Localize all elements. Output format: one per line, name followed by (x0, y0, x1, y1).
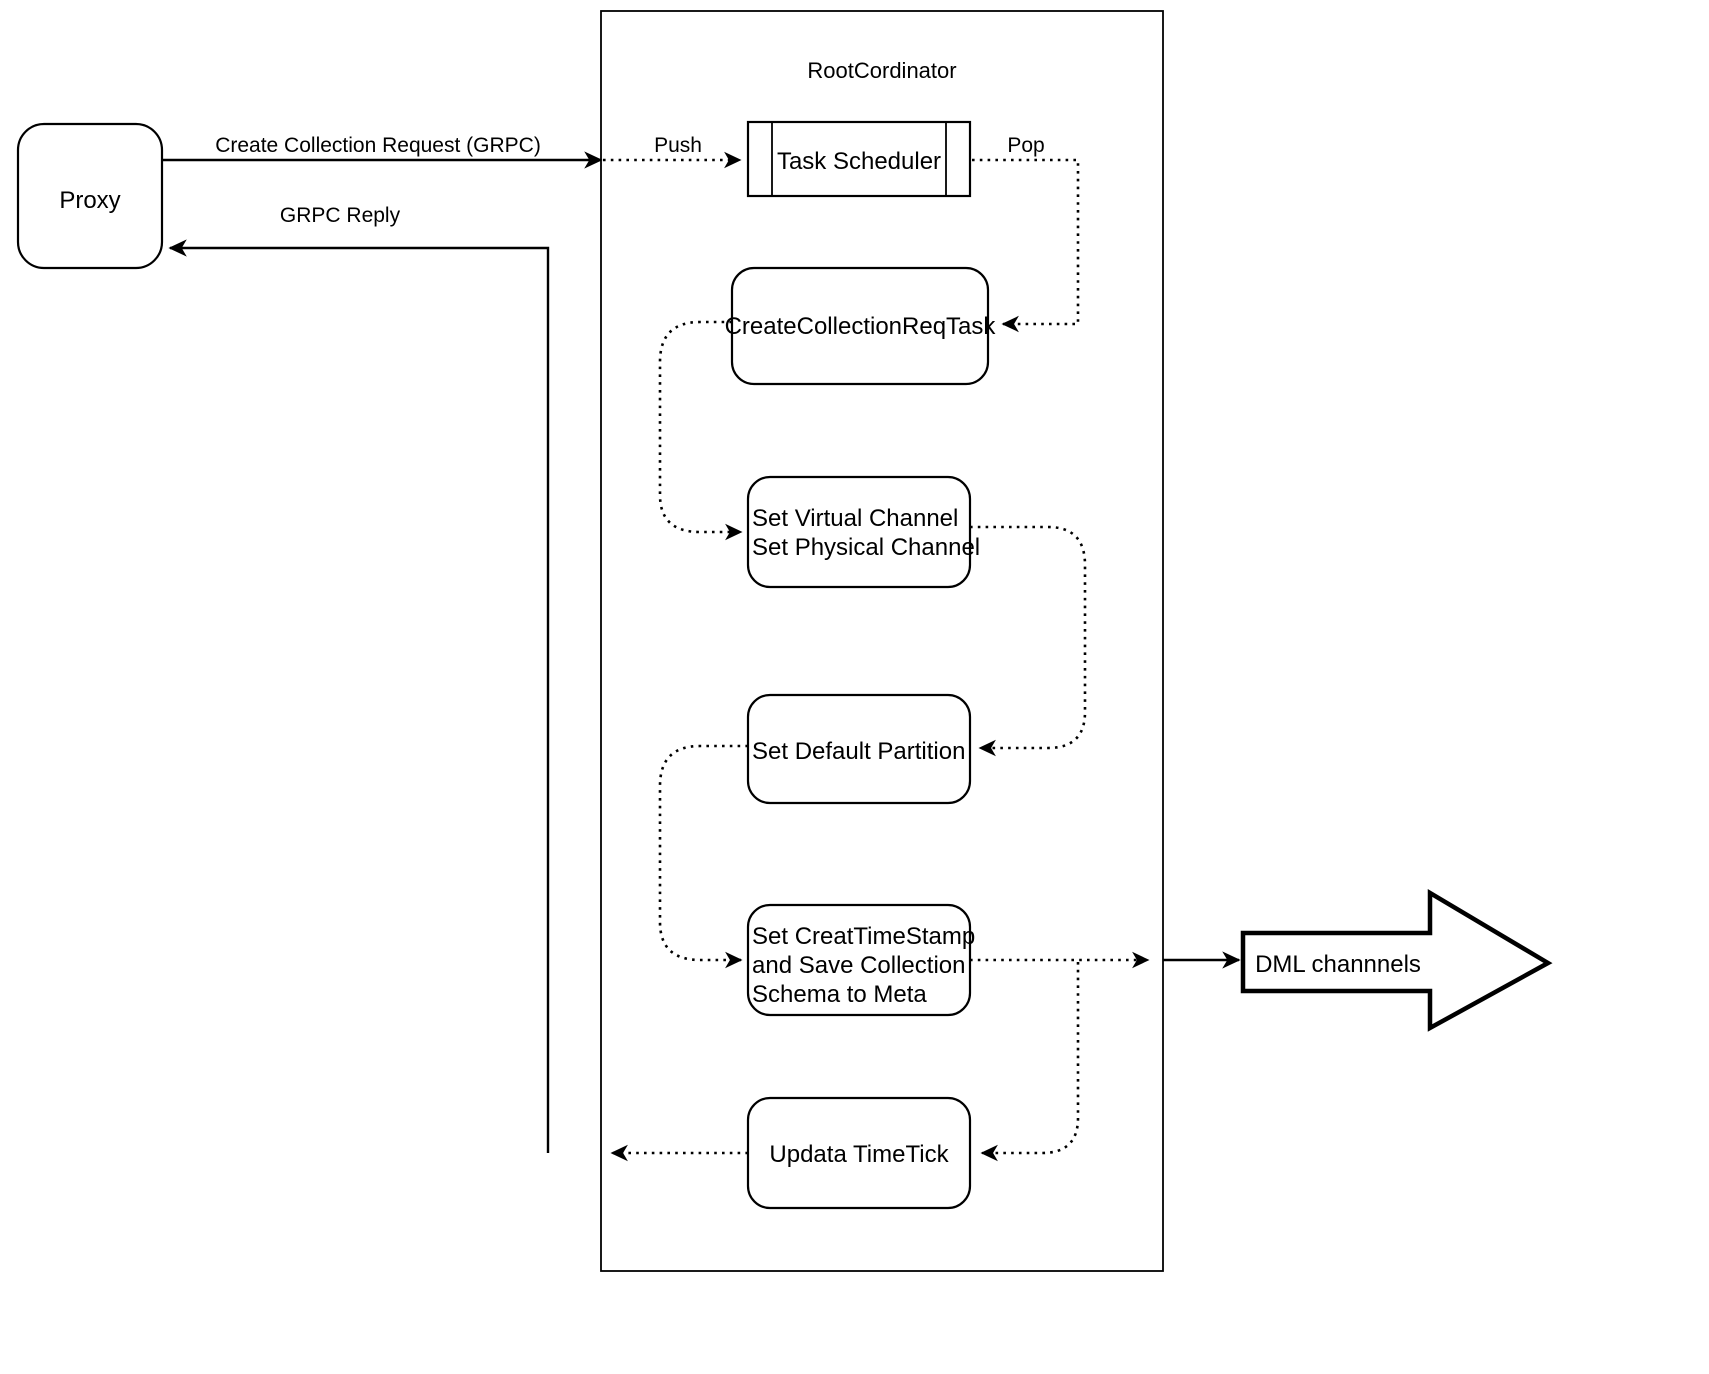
dml-channels-arrow (1240, 889, 1553, 1032)
edge-label-create-collection-request: Create Collection Request (GRPC) (215, 134, 541, 157)
set-timestamp-label-line1: Set CreatTimeStamp (752, 923, 975, 950)
rootcordinator-container (600, 10, 1164, 1272)
set-channel-label-line1: Set Virtual Channel (752, 505, 958, 532)
edge-label-pop: Pop (1007, 134, 1044, 157)
proxy-node[interactable] (16, 122, 164, 270)
edge-task-to-set-channel (658, 320, 743, 541)
set-default-partition-node[interactable] (746, 693, 972, 805)
edge-label-push: Push (654, 134, 702, 157)
edge-pop (972, 158, 1080, 333)
edge-default-partition-to-timestamp (658, 744, 748, 969)
create-collection-req-task-label: CreateCollectionReqTask (725, 313, 997, 340)
edge-set-channel-to-default-partition (970, 525, 1087, 757)
edge-timestamp-to-updata-timetick (980, 962, 1080, 1162)
dml-channels-label: DML channnels (1255, 951, 1421, 978)
set-default-partition-label: Set Default Partition (752, 738, 965, 765)
set-timestamp-label-line2: and Save Collection (752, 952, 965, 979)
create-collection-req-task-node[interactable] (730, 266, 990, 386)
task-scheduler-label: Task Scheduler (777, 148, 941, 175)
rootcordinator-title: RootCordinator (807, 58, 956, 83)
edge-label-grpc-reply: GRPC Reply (280, 204, 401, 227)
proxy-label: Proxy (59, 187, 120, 214)
set-channel-label-line2: Set Physical Channel (752, 534, 980, 561)
updata-timetick-label: Updata TimeTick (769, 1141, 949, 1168)
task-scheduler-node[interactable] (746, 120, 972, 198)
set-channel-node[interactable] (746, 475, 972, 589)
edge-grpc-reply (168, 239, 550, 1153)
set-timestamp-label-line3: Schema to Meta (752, 981, 927, 1008)
